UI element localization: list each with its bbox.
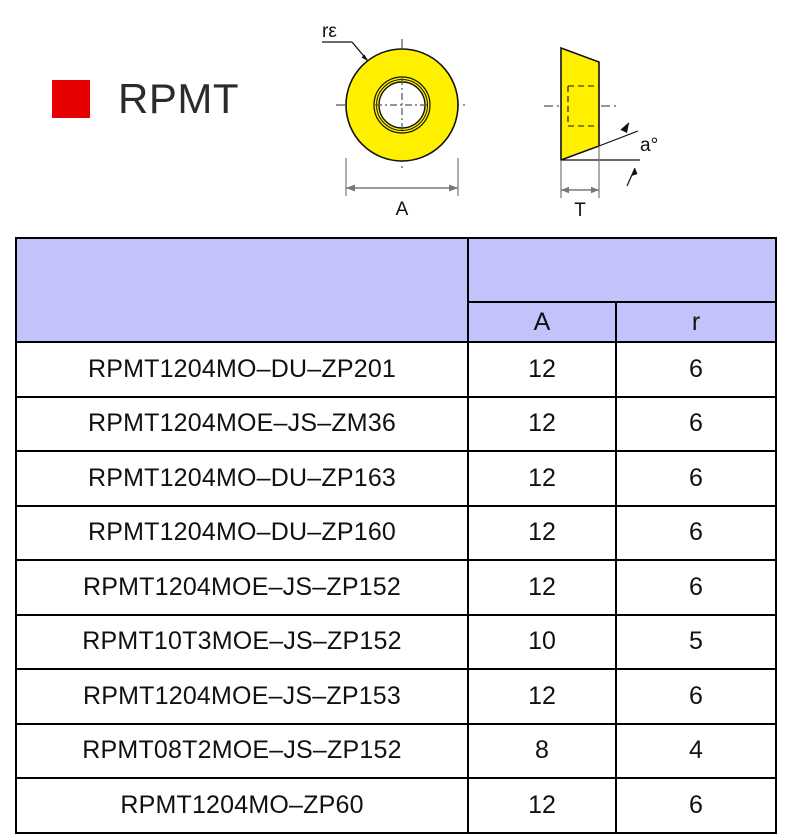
t-arrow-right xyxy=(591,186,599,194)
cell-r: 6 xyxy=(615,559,777,616)
dimension-arrow-left xyxy=(346,184,355,192)
header-column-r: r xyxy=(615,301,777,343)
header-column-a: A xyxy=(467,301,617,343)
dimension-label-t: T xyxy=(574,200,586,221)
table-row: RPMT1204MOE–JS–ZM36 12 6 xyxy=(15,395,777,452)
table-row: RPMT1204MO–ZP60 12 6 xyxy=(15,777,777,834)
dimension-label-a: A xyxy=(396,199,409,220)
cell-designation: RPMT1204MOE–JS–ZP152 xyxy=(15,559,469,616)
angle-arrow-lower-leader xyxy=(626,167,636,187)
cell-a: 12 xyxy=(467,504,617,561)
cell-a: 12 xyxy=(467,559,617,616)
cell-a: 12 xyxy=(467,668,617,725)
header-row-sub: A r xyxy=(16,301,777,343)
specification-table: A r RPMT1204MO–DU–ZP201 12 6 RPMT1204MOE… xyxy=(15,237,777,834)
cell-r: 5 xyxy=(615,613,777,670)
table-body: RPMT1204MO–DU–ZP201 12 6 RPMT1204MOE–JS–… xyxy=(15,341,777,834)
insert-side-view-diagram: a° T xyxy=(544,46,658,221)
table-row: RPMT10T3MOE–JS–ZP152 10 5 xyxy=(15,613,777,670)
brand-block: RPMT xyxy=(52,78,239,120)
cell-designation: RPMT1204MO–ZP60 xyxy=(15,777,469,834)
cell-designation: RPMT1204MO–DU–ZP163 xyxy=(15,450,469,507)
cell-designation: RPMT1204MOE–JS–ZP153 xyxy=(15,668,469,725)
t-arrow-left xyxy=(561,186,569,194)
cell-r: 6 xyxy=(615,450,777,507)
table-row: RPMT1204MOE–JS–ZP152 12 6 xyxy=(15,559,777,616)
cell-a: 12 xyxy=(467,341,617,398)
table-row: RPMT08T2MOE–JS–ZP152 8 4 xyxy=(15,722,777,779)
page-title: RPMT xyxy=(118,75,239,122)
angle-slant-line xyxy=(598,130,639,147)
cell-r: 6 xyxy=(615,504,777,561)
table-row: RPMT1204MO–DU–ZP201 12 6 xyxy=(15,341,777,398)
header-band: RPMT rε A xyxy=(0,0,790,232)
cell-r: 6 xyxy=(615,395,777,452)
table-header: A r xyxy=(15,237,777,343)
cell-r: 6 xyxy=(615,341,777,398)
header-designation-cell xyxy=(15,237,469,343)
callout-arrowhead xyxy=(361,54,368,61)
table-row: RPMT1204MO–DU–ZP163 12 6 xyxy=(15,450,777,507)
cell-designation: RPMT10T3MOE–JS–ZP152 xyxy=(15,613,469,670)
brand-swatch-icon xyxy=(52,80,90,118)
cell-r: 6 xyxy=(615,668,777,725)
corner-radius-label: rε xyxy=(322,21,337,42)
cell-designation: RPMT1204MOE–JS–ZM36 xyxy=(15,395,469,452)
header-row-top xyxy=(15,237,777,343)
cell-r: 6 xyxy=(615,777,777,834)
cell-designation: RPMT08T2MOE–JS–ZP152 xyxy=(15,722,469,779)
dimension-arrow-right xyxy=(449,184,458,192)
table-row: RPMT1204MO–DU–ZP160 12 6 xyxy=(15,504,777,561)
cell-a: 12 xyxy=(467,450,617,507)
cell-designation: RPMT1204MO–DU–ZP160 xyxy=(15,504,469,561)
clearance-angle-label: a° xyxy=(640,135,658,156)
header-dimensions-group-cell xyxy=(467,237,777,303)
cell-a: 8 xyxy=(467,722,617,779)
round-insert-top-view-diagram: rε A xyxy=(322,21,468,220)
table-row: RPMT1204MOE–JS–ZP153 12 6 xyxy=(15,668,777,725)
cell-a: 12 xyxy=(467,777,617,834)
cell-a: 12 xyxy=(467,395,617,452)
cell-r: 4 xyxy=(615,722,777,779)
cell-a: 10 xyxy=(467,613,617,670)
angle-arrow-upper-leader xyxy=(620,122,630,131)
angle-arrow-lower xyxy=(631,168,638,176)
cell-designation: RPMT1204MO–DU–ZP201 xyxy=(15,341,469,398)
insert-side-body xyxy=(560,46,600,162)
bore-ring-outer xyxy=(373,76,431,134)
